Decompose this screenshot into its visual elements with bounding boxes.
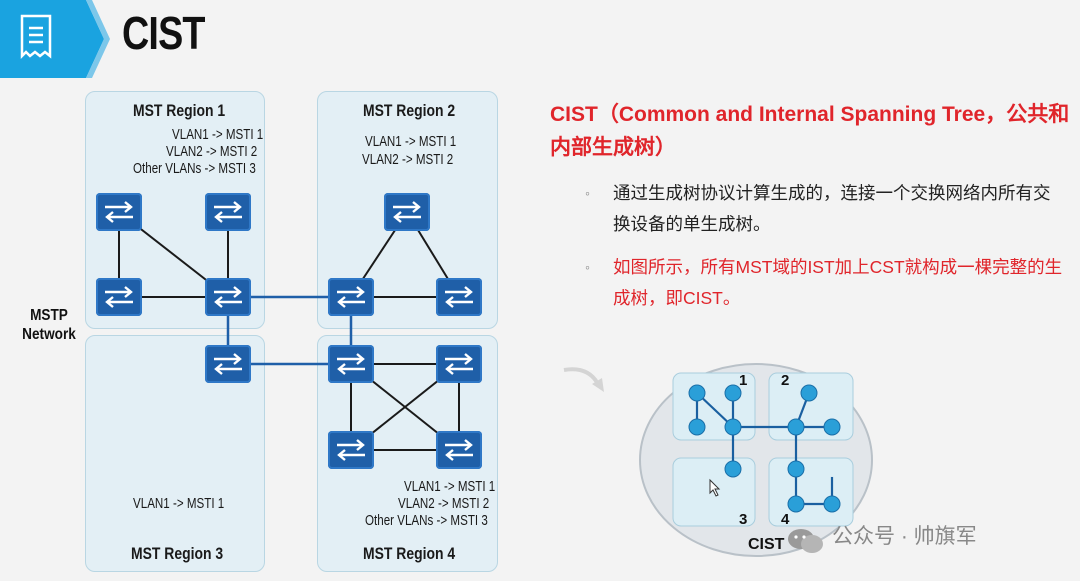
switch-r2-top bbox=[384, 193, 430, 231]
region-3-label: MST Region 3 bbox=[131, 544, 224, 563]
region-3-map-line: VLAN1 -> MSTI 1 bbox=[133, 496, 225, 512]
region-2-label: MST Region 2 bbox=[363, 101, 456, 120]
cursor-icon bbox=[709, 478, 721, 497]
region-2-map-line: VLAN2 -> MSTI 2 bbox=[362, 152, 454, 168]
cist-area-label: 2 bbox=[781, 372, 789, 389]
region-4-label: MST Region 4 bbox=[363, 544, 456, 563]
switch-icon bbox=[445, 439, 473, 461]
switch-r1-top-right bbox=[205, 193, 251, 231]
switch-icon bbox=[214, 353, 242, 375]
switch-r4-bottom-right bbox=[436, 431, 482, 469]
switch-r4-top-right bbox=[436, 345, 482, 383]
switch-icon bbox=[337, 286, 365, 308]
bullet-2-text: 如图所示，所有MST域的IST加上CST就构成一棵完整的生成树，即CIST。 bbox=[613, 257, 1063, 308]
region-1-map-line: VLAN1 -> MSTI 1 bbox=[172, 127, 264, 143]
bullet-marker: ◦ bbox=[585, 259, 590, 275]
region-4-map-line: Other VLANs -> MSTI 3 bbox=[365, 513, 488, 529]
curved-arrow-icon bbox=[563, 367, 604, 392]
switch-icon bbox=[214, 201, 242, 223]
switch-r4-bottom-left bbox=[328, 431, 374, 469]
region-2-map-line: VLAN1 -> MSTI 1 bbox=[365, 134, 457, 150]
switch-r1-bottom-left bbox=[96, 278, 142, 316]
cist-node bbox=[823, 418, 841, 436]
cist-node bbox=[787, 495, 805, 513]
switch-r1-bottom-right bbox=[205, 278, 251, 316]
switch-r4-top-left bbox=[328, 345, 374, 383]
cist-node bbox=[824, 461, 840, 477]
cist-node bbox=[787, 418, 805, 436]
cist-area-label: 4 bbox=[781, 511, 790, 528]
switch-icon bbox=[337, 439, 365, 461]
cist-caption: CIST bbox=[748, 536, 785, 553]
switch-r2-bottom-right bbox=[436, 278, 482, 316]
side-label-line: Network bbox=[22, 326, 76, 343]
switch-icon bbox=[393, 201, 421, 223]
cist-node bbox=[800, 384, 818, 402]
cist-node bbox=[823, 495, 841, 513]
bullet-1-text: 通过生成树协议计算生成的，连接一个交换网络内所有交换设备的单生成树。 bbox=[613, 183, 1051, 234]
cist-node bbox=[724, 460, 742, 478]
cist-node bbox=[787, 460, 805, 478]
switch-icon bbox=[214, 286, 242, 308]
region-1-label: MST Region 1 bbox=[133, 101, 226, 120]
cist-area-label: 1 bbox=[739, 372, 747, 389]
cist-figure: 1 2 3 4 CIST bbox=[639, 363, 873, 557]
region-1-map-line: VLAN2 -> MSTI 2 bbox=[166, 144, 258, 160]
region-1-map-line: Other VLANs -> MSTI 3 bbox=[133, 161, 256, 177]
side-label-line: MSTP bbox=[30, 307, 68, 324]
switch-icon bbox=[105, 201, 133, 223]
switch-r2-bottom-left bbox=[328, 278, 374, 316]
region-4-map-line: VLAN1 -> MSTI 1 bbox=[404, 479, 496, 495]
wechat-icon bbox=[788, 529, 823, 553]
document-icon bbox=[20, 14, 52, 60]
mstp-network-label: MSTP Network bbox=[19, 306, 79, 344]
bullet-marker: ◦ bbox=[585, 185, 590, 201]
switch-icon bbox=[105, 286, 133, 308]
switch-icon bbox=[445, 286, 473, 308]
cist-node bbox=[688, 418, 706, 436]
switch-r3 bbox=[205, 345, 251, 383]
cist-node bbox=[724, 384, 742, 402]
switch-icon bbox=[337, 353, 365, 375]
switch-icon bbox=[445, 353, 473, 375]
watermark: 公众号 · 帅旗军 bbox=[832, 525, 977, 548]
cist-area-label: 3 bbox=[739, 511, 747, 528]
page-title: CIST bbox=[122, 7, 205, 59]
switch-r1-top-left bbox=[96, 193, 142, 231]
cist-node bbox=[688, 384, 706, 402]
cist-node bbox=[724, 418, 742, 436]
cist-heading: CIST（Common and Internal Spanning Tree，公… bbox=[550, 103, 1070, 159]
region-4-map-line: VLAN2 -> MSTI 2 bbox=[398, 496, 490, 512]
title-badge bbox=[0, 0, 110, 78]
